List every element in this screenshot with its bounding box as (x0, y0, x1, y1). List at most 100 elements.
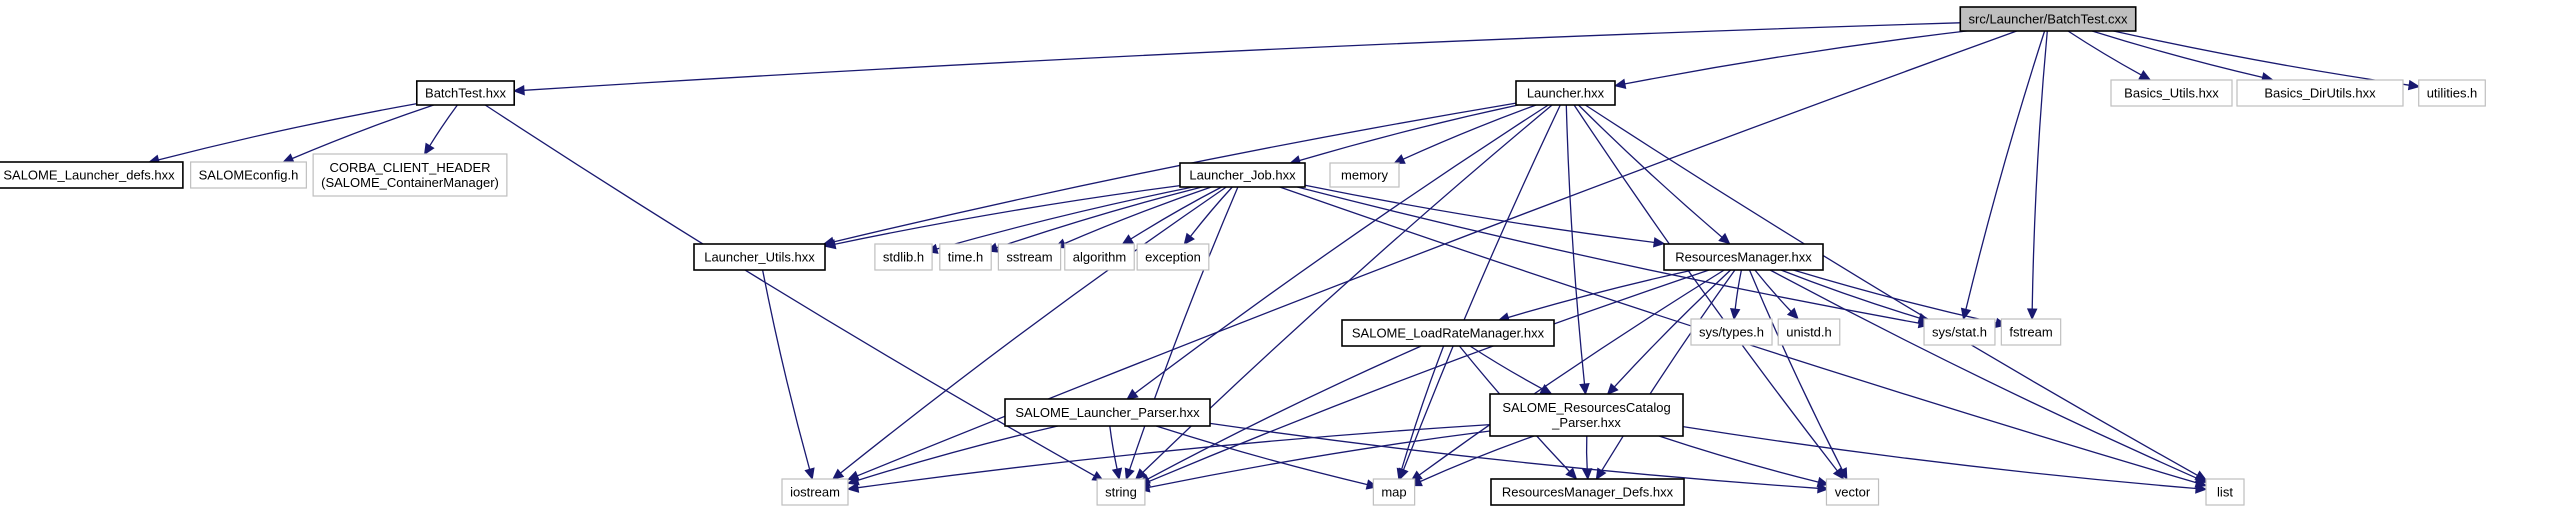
node-salome-launcher-defs[interactable]: SALOME_Launcher_defs.hxx (0, 161, 184, 189)
node-box (781, 478, 849, 506)
node-utilities-h: utilities.h (2418, 79, 2486, 107)
edge-line (1147, 345, 1422, 480)
node-box (1096, 478, 1146, 506)
edge-resources_manager-to-sys_types (1729, 269, 1743, 321)
arrowhead-icon (1718, 232, 1731, 245)
node-label: ResourcesManager_Defs.hxx (1502, 485, 1674, 500)
node-loadrate[interactable]: SALOME_LoadRateManager.hxx (1341, 319, 1555, 347)
node-launcher-parser[interactable]: SALOME_Launcher_Parser.hxx (1004, 398, 1211, 427)
edge-line (1400, 345, 1445, 470)
node-box (2418, 79, 2486, 107)
node-label: Launcher_Utils.hxx (704, 250, 815, 265)
edge-line (1130, 186, 1222, 240)
node-label: BatchTest.hxx (425, 86, 506, 101)
edge-line (1304, 184, 1655, 244)
edge-line (834, 184, 1181, 245)
arrowhead-icon (1396, 467, 1407, 481)
node-label: Launcher.hxx (1527, 86, 1605, 101)
node-box (693, 243, 826, 271)
arrowhead-icon (1960, 307, 1972, 321)
arrowhead-icon (1786, 307, 1799, 320)
edge-line (1613, 269, 1732, 388)
edge-line (2091, 30, 2263, 79)
node-root: src/Launcher/BatchTest.cxx (1959, 6, 2137, 32)
edge-line (1209, 422, 1819, 489)
edge-line (840, 186, 1227, 474)
edge-line (1420, 435, 1535, 483)
node-batchtest-hxx[interactable]: BatchTest.hxx (415, 80, 516, 106)
node-box (312, 153, 508, 197)
node-box (997, 243, 1062, 271)
arrowhead-icon (1111, 467, 1123, 481)
node-memory: memory (1329, 162, 1400, 188)
edge-launcher_hxx-to-resources_manager (1578, 104, 1731, 245)
node-box (2236, 79, 2404, 107)
node-label: unistd.h (1786, 325, 1832, 340)
edge-batchtest_hxx-to-corba_client (423, 104, 458, 156)
arrowhead-icon (1183, 232, 1195, 246)
arrowhead-icon (846, 475, 860, 486)
node-box (1179, 162, 1306, 188)
node-launcher-job[interactable]: Launcher_Job.hxx (1179, 162, 1306, 188)
node-label: utilities.h (2427, 86, 2478, 101)
node-launcher-utils[interactable]: Launcher_Utils.hxx (693, 243, 826, 271)
edge-line (158, 102, 418, 161)
node-launcher-hxx[interactable]: Launcher.hxx (1515, 80, 1616, 106)
node-label: sys/stat.h (1932, 325, 1987, 340)
arrowhead-icon (2194, 473, 2208, 484)
node-box (1489, 393, 1684, 437)
arrowhead-icon (423, 142, 435, 156)
node-box (2110, 79, 2233, 107)
node-box (1959, 6, 2137, 32)
edges-layer (147, 21, 2421, 494)
edge-resources_manager-to-vector (1748, 269, 1848, 480)
node-catalog-parser[interactable]: SALOME_ResourcesCatalog_Parser.hxx (1489, 393, 1684, 437)
node-rm-defs[interactable]: ResourcesManager_Defs.hxx (1490, 478, 1685, 506)
arrowhead-icon (2407, 79, 2421, 91)
edge-launcher_hxx-to-catalog_parser (1565, 104, 1590, 396)
node-label: (SALOME_ContainerManager) (321, 175, 499, 190)
node-list: list (2205, 478, 2245, 506)
node-label: Basics_DirUtils.hxx (2264, 86, 2376, 101)
edge-launcher_job-to-time_h (985, 186, 1203, 253)
node-sys-types: sys/types.h (1690, 318, 1773, 346)
node-resources-manager[interactable]: ResourcesManager.hxx (1663, 243, 1824, 271)
edge-line (1064, 186, 1212, 245)
edge-line (1565, 104, 1586, 385)
node-box (1515, 80, 1616, 106)
edge-line (996, 186, 1203, 249)
edge-catalog_parser-to-map (1410, 435, 1535, 487)
arrowhead-icon (1653, 237, 1666, 248)
node-iostream: iostream (781, 478, 849, 506)
node-box (1777, 318, 1841, 346)
arrowhead-icon (1606, 383, 1619, 396)
edge-launcher_hxx-to-memory (1392, 104, 1537, 164)
node-time-h: time.h (939, 243, 992, 271)
node-label: SALOMEconfig.h (199, 168, 299, 183)
node-label: SALOME_ResourcesCatalog (1502, 400, 1670, 415)
node-label: exception (1145, 250, 1201, 265)
arrowhead-icon (1539, 383, 1553, 395)
edge-batchtest_hxx-to-salomeconfig (281, 104, 434, 164)
arrowhead-icon (1121, 234, 1135, 245)
edge-line (1769, 269, 2198, 479)
node-box (1923, 318, 1996, 346)
edge-line (292, 104, 434, 160)
edge-catalog_parser-to-iostream (846, 423, 1491, 493)
node-box (1064, 243, 1135, 271)
edge-root-to-basics_utils (2067, 30, 2152, 81)
edge-line (523, 21, 1981, 91)
node-label: stdlib.h (883, 250, 924, 265)
arrowhead-icon (1613, 78, 1627, 89)
edge-line (833, 102, 1517, 243)
edge-launcher_job-to-iostream (831, 186, 1227, 481)
node-basics-dirutils: Basics_DirUtils.hxx (2236, 79, 2404, 107)
arrowhead-icon (1565, 467, 1578, 480)
arrowhead-icon (1837, 467, 1848, 480)
edge-line (1189, 186, 1233, 237)
node-label: SALOME_Launcher_defs.hxx (3, 168, 175, 183)
node-algorithm: algorithm (1064, 243, 1135, 271)
node-box (1663, 243, 1824, 271)
node-box (1690, 318, 1773, 346)
